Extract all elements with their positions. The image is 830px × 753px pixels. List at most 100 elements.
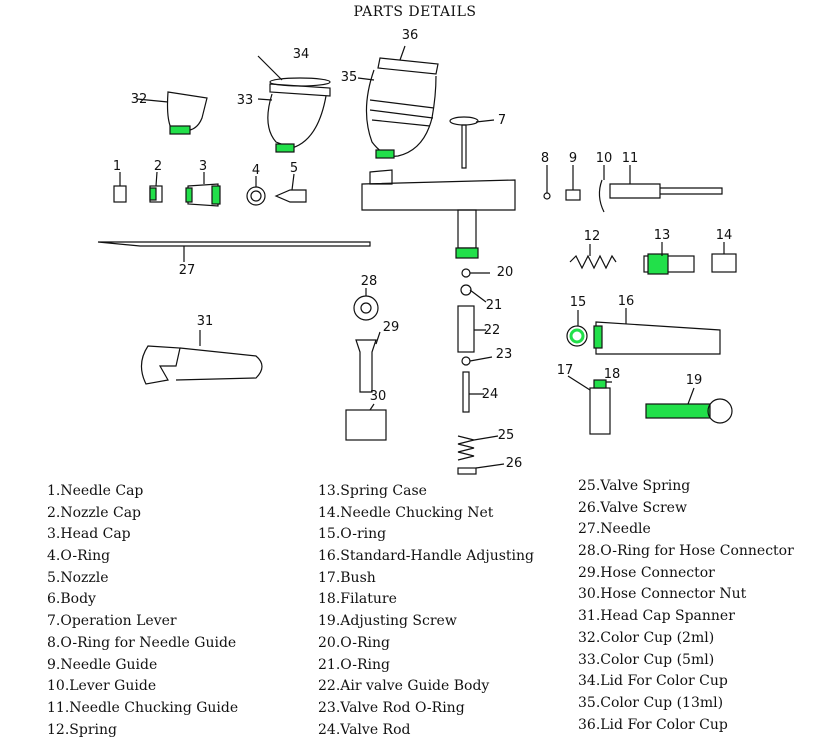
spring-part bbox=[569, 254, 617, 270]
callout-24: 24 bbox=[482, 387, 499, 402]
list-item: 4.O-Ring bbox=[47, 548, 111, 565]
list-item: 10.Lever Guide bbox=[47, 678, 157, 695]
green-thread-6 bbox=[455, 247, 479, 259]
list-item: 24.Valve Rod bbox=[318, 721, 411, 738]
head-cap-spanner-part bbox=[140, 345, 263, 385]
parts-list-col1: 1.Needle Cap 2.Nozzle Cap 3.Head Cap 4.O… bbox=[47, 481, 238, 741]
callout-25: 25 bbox=[498, 428, 515, 443]
list-item: 16.Standard-Handle Adjusting bbox=[318, 548, 534, 565]
callout-2: 2 bbox=[154, 159, 162, 174]
callout-9: 9 bbox=[569, 151, 577, 166]
lid-36-part bbox=[377, 57, 439, 75]
callout-33: 33 bbox=[237, 93, 254, 108]
list-item: 15.O-ring bbox=[318, 526, 387, 543]
callout-5: 5 bbox=[290, 161, 298, 176]
list-item: 12.Spring bbox=[47, 721, 117, 738]
callout-35: 35 bbox=[341, 70, 358, 85]
callout-27: 27 bbox=[179, 263, 196, 278]
needle-chucking-net-part bbox=[711, 253, 737, 273]
callout-31: 31 bbox=[197, 314, 214, 329]
list-item: 18.Filature bbox=[318, 591, 397, 608]
valve-rod-part bbox=[462, 371, 470, 413]
operation-lever-part bbox=[449, 116, 479, 126]
list-item: 32.Color Cup (2ml) bbox=[578, 629, 715, 646]
list-item: 5.Nozzle bbox=[47, 569, 109, 586]
o-ring-4-part bbox=[246, 186, 266, 206]
green-thread-35 bbox=[375, 149, 395, 159]
bush-part bbox=[589, 387, 611, 435]
green-thread-33 bbox=[275, 143, 295, 153]
o-ring-20-part bbox=[461, 268, 471, 278]
callout-7: 7 bbox=[498, 113, 506, 128]
list-item: 36.Lid For Color Cup bbox=[578, 716, 728, 733]
list-item: 13.Spring Case bbox=[318, 483, 427, 499]
o-ring-hose-connector-part bbox=[353, 295, 379, 321]
spring-case-part bbox=[643, 255, 695, 273]
list-item: 22.Air valve Guide Body bbox=[318, 678, 490, 695]
color-cup-2ml-part bbox=[166, 91, 208, 131]
callout-28: 28 bbox=[361, 274, 378, 289]
needle-cap-part bbox=[113, 185, 127, 203]
callout-12: 12 bbox=[584, 229, 601, 244]
body-part bbox=[361, 179, 516, 211]
list-item: 14.Needle Chucking Net bbox=[318, 504, 494, 521]
list-item: 30.Hose Connector Nut bbox=[578, 586, 747, 603]
needle-part bbox=[97, 241, 371, 247]
callout-3: 3 bbox=[199, 159, 207, 174]
callout-34: 34 bbox=[293, 47, 310, 62]
nozzle-part bbox=[274, 189, 307, 203]
list-item: 23.Valve Rod O-Ring bbox=[318, 699, 465, 716]
valve-rod-o-ring-part bbox=[461, 356, 471, 366]
callout-21: 21 bbox=[486, 298, 503, 313]
list-item: 6.Body bbox=[47, 591, 96, 608]
air-valve-guide-body-part bbox=[457, 305, 475, 353]
page-title: PARTS DETAILS bbox=[353, 4, 477, 20]
callout-26: 26 bbox=[506, 456, 523, 471]
o-ring-15-part bbox=[566, 325, 588, 347]
green-thread-32 bbox=[169, 125, 191, 135]
color-cup-5ml-part bbox=[267, 93, 327, 149]
list-item: 19.Adjusting Screw bbox=[318, 613, 457, 630]
callout-20: 20 bbox=[497, 265, 514, 280]
callout-14: 14 bbox=[716, 228, 733, 243]
list-item: 31.Head Cap Spanner bbox=[578, 608, 735, 625]
callout-15: 15 bbox=[570, 295, 587, 310]
callout-18: 18 bbox=[604, 367, 621, 382]
callout-13: 13 bbox=[654, 228, 671, 243]
callout-19: 19 bbox=[686, 373, 703, 388]
color-cup-13ml-part bbox=[365, 69, 437, 157]
callout-4: 4 bbox=[252, 163, 260, 178]
list-item: 27.Needle bbox=[578, 521, 651, 538]
filature-part bbox=[593, 379, 607, 389]
hose-connector-nut-part bbox=[345, 409, 387, 441]
adjusting-screw-part bbox=[645, 403, 711, 419]
valve-spring-part bbox=[457, 435, 475, 461]
standard-handle-part bbox=[595, 321, 721, 355]
callout-11: 11 bbox=[622, 151, 639, 166]
needle-guide-part bbox=[565, 189, 581, 201]
list-item: 28.O-Ring for Hose Connector bbox=[578, 543, 794, 560]
callout-36: 36 bbox=[402, 28, 419, 43]
callout-17: 17 bbox=[557, 363, 574, 378]
callout-30: 30 bbox=[370, 389, 387, 404]
list-item: 7.Operation Lever bbox=[47, 613, 177, 630]
parts-list-col3: 25.Valve Spring 26.Valve Screw 27.Needle… bbox=[578, 476, 794, 736]
list-item: 35.Color Cup (13ml) bbox=[578, 694, 724, 711]
list-item: 3.Head Cap bbox=[47, 526, 131, 543]
lever-guide-part bbox=[598, 179, 605, 213]
needle-chucking-guide-part bbox=[609, 183, 723, 199]
hose-connector-part bbox=[355, 339, 377, 393]
callout-10: 10 bbox=[596, 151, 613, 166]
callout-29: 29 bbox=[383, 320, 400, 335]
callout-23: 23 bbox=[496, 347, 513, 362]
parts-list-col2: 13.Spring Case 14.Needle Chucking Net 15… bbox=[318, 481, 534, 741]
callout-1: 1 bbox=[113, 159, 121, 174]
callout-8: 8 bbox=[541, 151, 549, 166]
list-item: 2.Nozzle Cap bbox=[47, 504, 142, 521]
list-item: 21.O-Ring bbox=[318, 656, 390, 673]
o-ring-21-part bbox=[460, 284, 472, 296]
callout-16: 16 bbox=[618, 294, 635, 309]
